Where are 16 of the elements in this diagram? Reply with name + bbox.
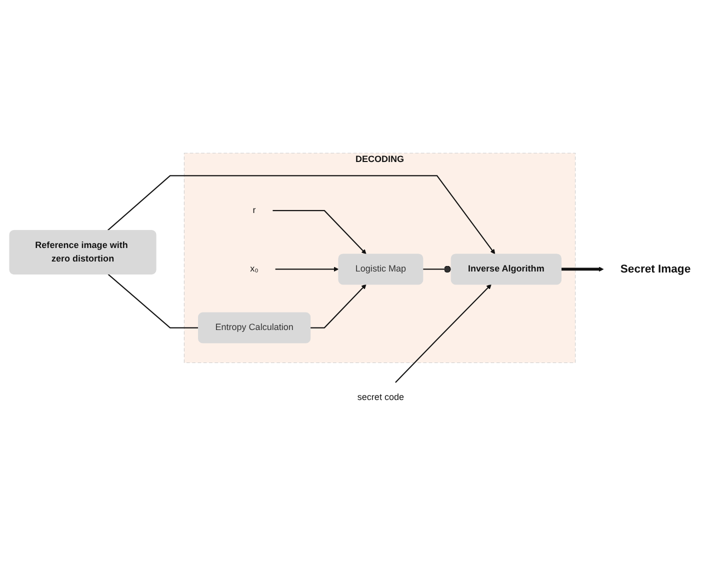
arrow xyxy=(275,266,339,272)
arrow xyxy=(561,266,604,272)
node-box: Reference image with zero distortion xyxy=(9,230,156,275)
arrow xyxy=(310,284,366,328)
node-text: r xyxy=(252,206,256,216)
arrow xyxy=(107,175,496,254)
node-text: secret code xyxy=(357,392,404,402)
node-box: Entropy Calculation xyxy=(198,312,311,344)
connector xyxy=(108,274,198,328)
node-text: Secret Image xyxy=(620,262,691,276)
connector xyxy=(422,266,452,273)
node-text: x₀ xyxy=(250,264,258,274)
node-box: Inverse Algorithm xyxy=(450,254,562,285)
arrow xyxy=(272,210,366,254)
node-box: Logistic Map xyxy=(338,254,424,285)
arrow xyxy=(395,284,492,383)
